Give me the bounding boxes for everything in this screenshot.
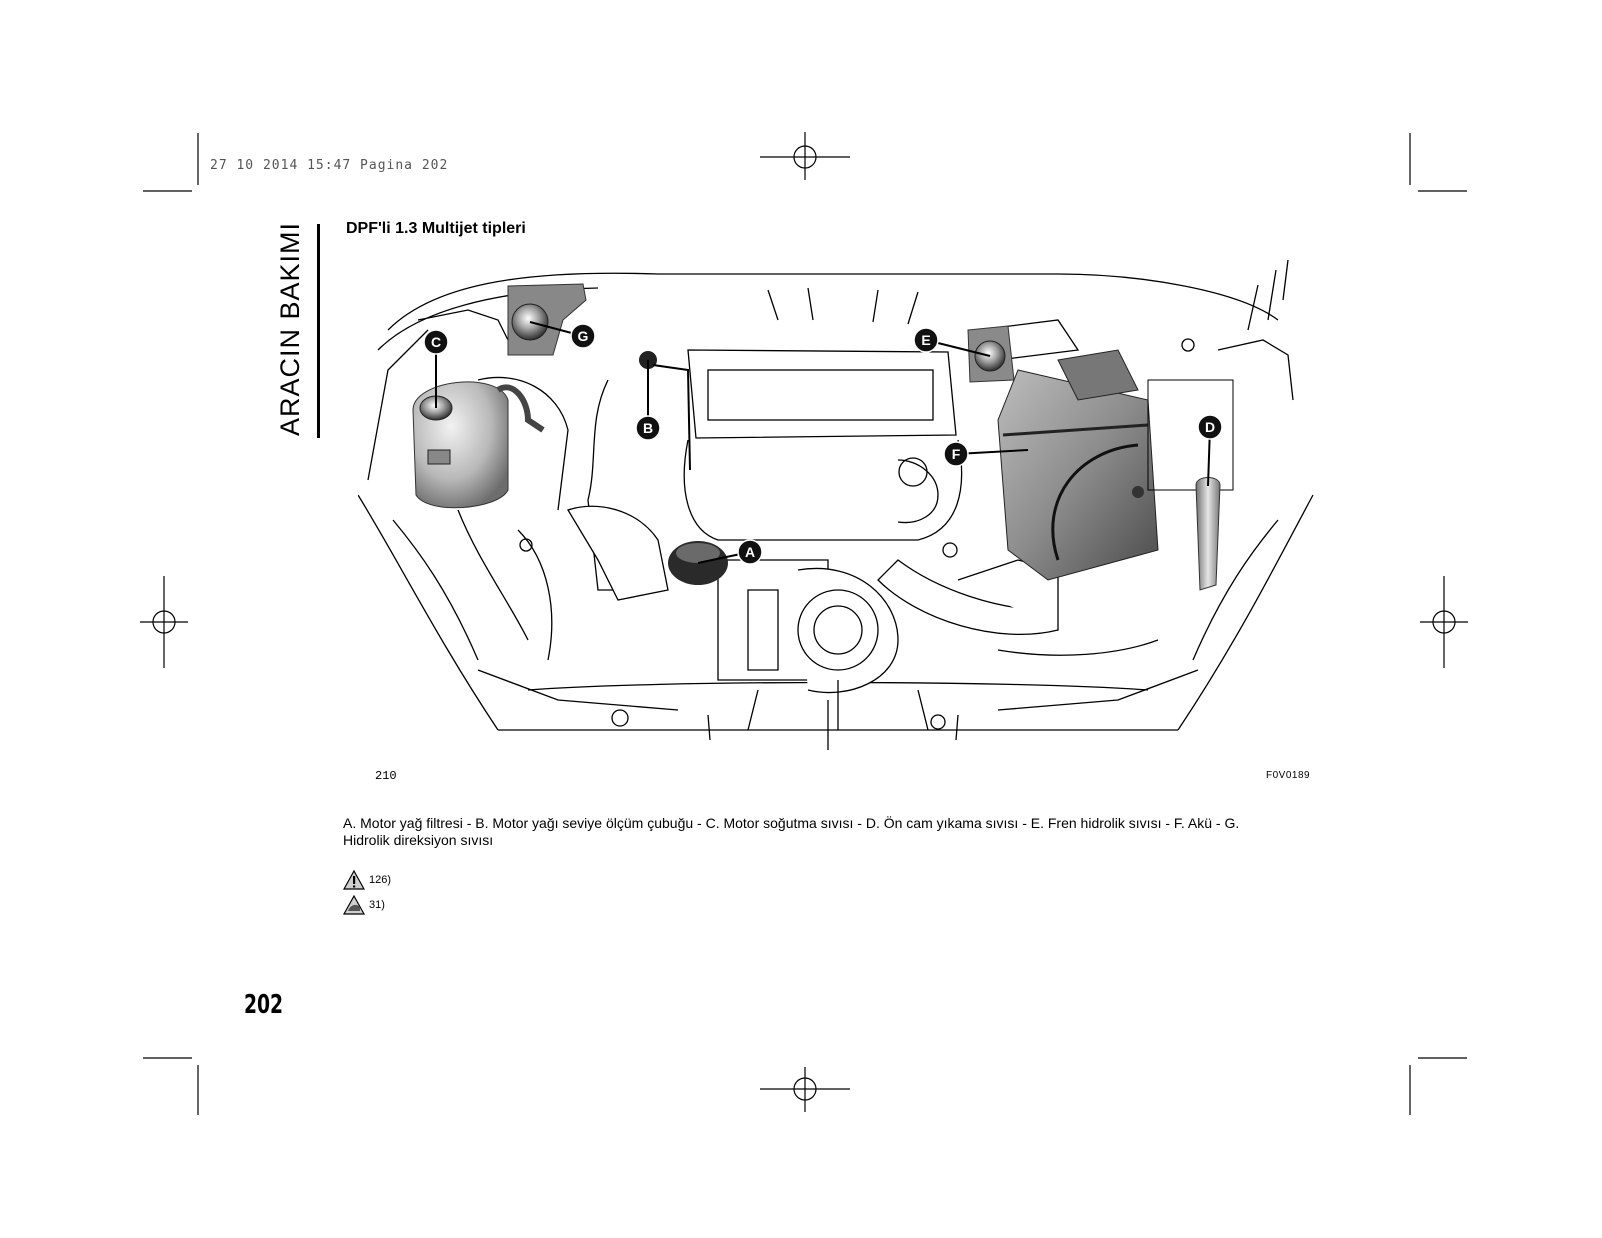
registration-mark-top bbox=[760, 132, 850, 180]
side-rule bbox=[317, 224, 320, 438]
registration-mark-right bbox=[1420, 576, 1468, 668]
callout-c: C bbox=[423, 329, 449, 355]
section-title: DPF'li 1.3 Multijet tipleri bbox=[346, 220, 526, 237]
callout-g: G bbox=[570, 323, 596, 349]
svg-text:C: C bbox=[431, 334, 441, 350]
dipstick bbox=[639, 351, 691, 471]
note-environment-ref: 31) bbox=[369, 899, 385, 911]
engine-compartment-illustration: A B C D E F G bbox=[358, 260, 1314, 750]
svg-text:E: E bbox=[921, 332, 930, 348]
callout-b: B bbox=[635, 415, 661, 441]
svg-text:A: A bbox=[745, 544, 755, 560]
print-stamp: 27 10 2014 15:47 Pagina 202 bbox=[210, 158, 449, 173]
svg-text:G: G bbox=[578, 328, 589, 344]
callout-a: A bbox=[737, 539, 763, 565]
washer-fluid-reservoir bbox=[1195, 477, 1221, 591]
figure-number: 210 bbox=[375, 769, 397, 783]
callout-labels: A B C D E F G bbox=[423, 323, 1223, 565]
battery bbox=[997, 349, 1234, 581]
brake-fluid-reservoir bbox=[967, 325, 1015, 383]
registration-mark-left bbox=[140, 576, 188, 668]
callout-e: E bbox=[913, 327, 939, 353]
svg-text:B: B bbox=[643, 420, 653, 436]
coolant-reservoir bbox=[412, 381, 545, 509]
figure-code: F0V0189 bbox=[1266, 770, 1311, 781]
registration-mark-bottom bbox=[760, 1067, 850, 1112]
warning-triangle-icon bbox=[343, 870, 365, 890]
callout-f: F bbox=[943, 441, 969, 467]
side-section-label: ARACIN BAKIMI bbox=[270, 222, 310, 442]
figure-caption: A. Motor yağ filtresi - B. Motor yağı se… bbox=[343, 815, 1240, 848]
callout-d: D bbox=[1197, 414, 1223, 440]
note-warning-ref: 126) bbox=[369, 874, 392, 886]
page-number: 202 bbox=[244, 990, 284, 1020]
side-section-label-text: ARACIN BAKIMI bbox=[275, 222, 305, 437]
environment-triangle-icon bbox=[343, 895, 365, 915]
svg-text:F: F bbox=[952, 446, 961, 462]
svg-text:D: D bbox=[1205, 419, 1215, 435]
